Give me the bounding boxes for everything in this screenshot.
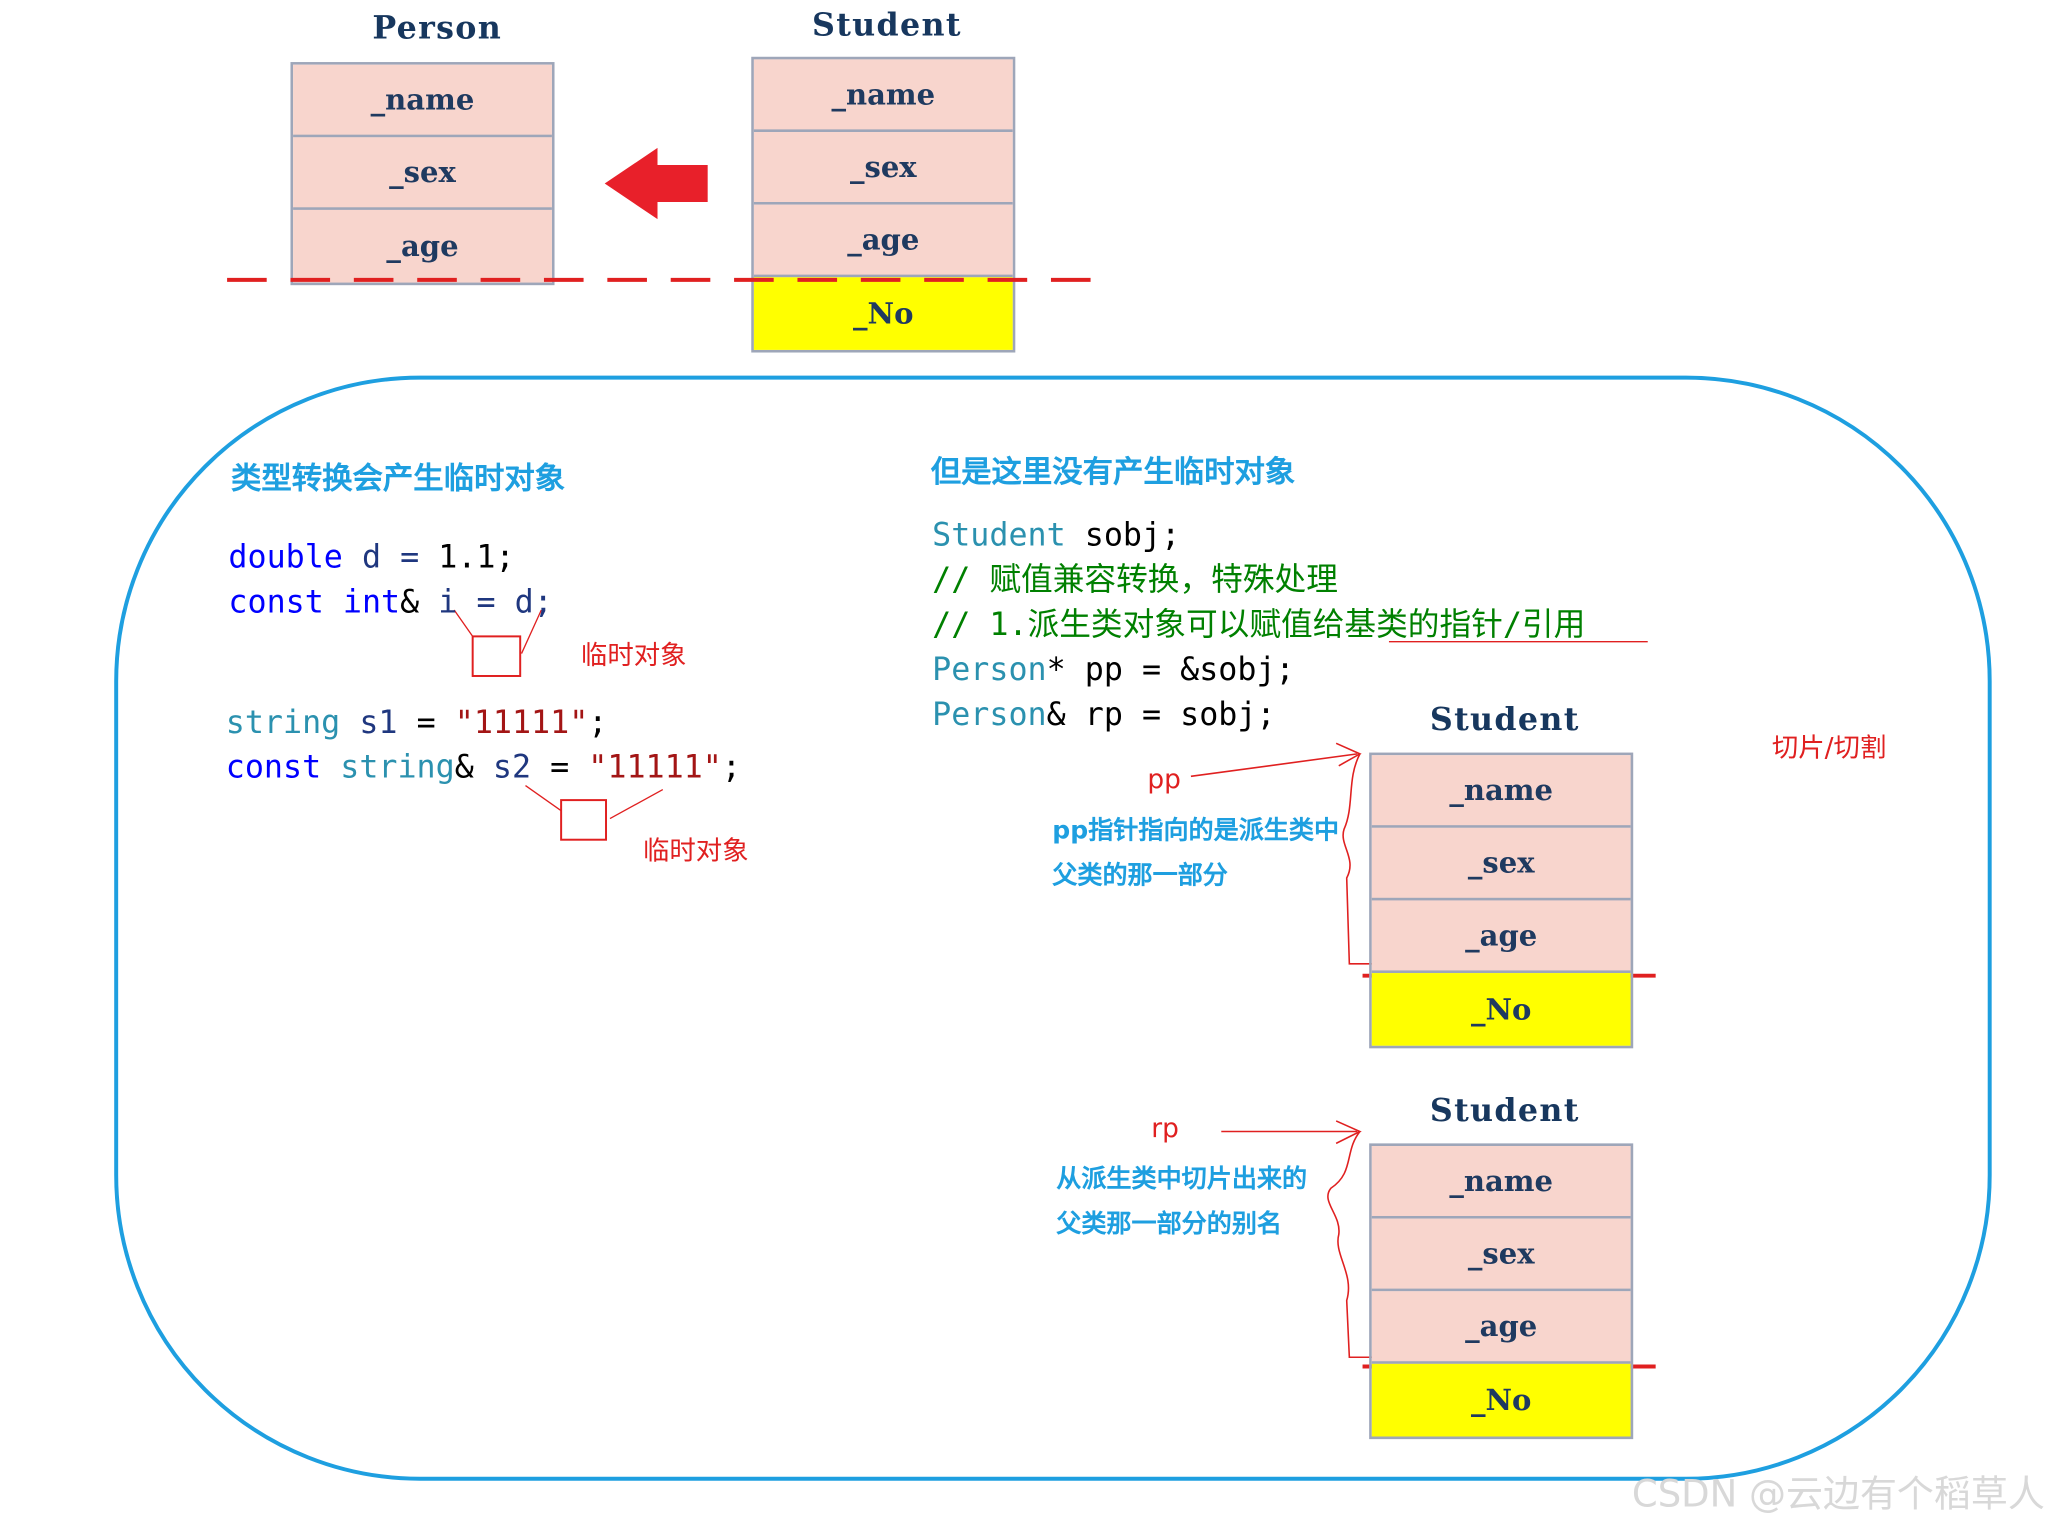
student-field-sex: _sex bbox=[753, 132, 1013, 205]
code2-eq2: = bbox=[531, 748, 589, 786]
code3-line4-rest: * pp = &sobj; bbox=[1046, 650, 1295, 688]
student2-field-no: _No bbox=[1371, 1363, 1631, 1437]
code3-line1-rest: sobj; bbox=[1065, 516, 1181, 554]
code3-ty-student: Student bbox=[932, 516, 1066, 554]
slice-label: 切片/切割 bbox=[1771, 731, 1887, 764]
student-title: Student bbox=[811, 5, 962, 44]
student-field-no: _No bbox=[753, 277, 1013, 350]
pp-label: pp bbox=[1147, 763, 1181, 795]
student1-field-no: _No bbox=[1371, 973, 1631, 1046]
code2-amp: & bbox=[454, 748, 474, 786]
code2-semi1: ; bbox=[588, 703, 608, 741]
code2-ty-string2: string bbox=[321, 748, 455, 786]
code-block-1: double d = 1.1; const int& i = d; bbox=[228, 535, 552, 625]
student1-field-sex: _sex bbox=[1371, 827, 1631, 901]
temp2-connector-left bbox=[525, 785, 562, 812]
section-frame bbox=[114, 375, 1992, 1481]
code1-semi: ; bbox=[495, 538, 515, 576]
student2-field-age: _age bbox=[1371, 1291, 1631, 1364]
code1-space bbox=[324, 584, 343, 621]
rp-note-line2: 父类那一部分的别名 bbox=[1056, 1209, 1283, 1239]
watermark: CSDN @云边有个稻草人 bbox=[1631, 1472, 2045, 1516]
code2-str1: "11111" bbox=[454, 703, 589, 741]
code3-ty-person1: Person bbox=[932, 650, 1047, 688]
person-title: Person bbox=[372, 7, 503, 47]
student2-field-name: _name bbox=[1371, 1146, 1631, 1219]
rp-note: 从派生类中切片出来的 父类那一部分的别名 bbox=[1056, 1157, 1307, 1247]
rp-bracket bbox=[1327, 1131, 1379, 1359]
person-box: _name _sex _age bbox=[290, 62, 555, 286]
person-field-age: _age bbox=[293, 209, 552, 283]
code-block-3: Student sobj; // 赋值兼容转换，特殊处理 // 1.派生类对象可… bbox=[932, 512, 1585, 736]
pp-note-line1: pp指针指向的是派生类中 bbox=[1052, 815, 1340, 845]
student-field-name: _name bbox=[753, 59, 1013, 133]
rp-label: rp bbox=[1151, 1111, 1179, 1144]
temp2-box-icon bbox=[560, 799, 608, 841]
temp-label-2: 临时对象 bbox=[642, 834, 749, 867]
temp-label-1: 临时对象 bbox=[580, 639, 687, 671]
code2-kw-const: const bbox=[225, 748, 322, 786]
temp2-connector-right bbox=[609, 788, 664, 820]
code3-line5-rest: & rp = sobj; bbox=[1046, 695, 1276, 733]
pp-bracket bbox=[1342, 753, 1380, 965]
code-block-2: string s1 = "11111"; const string& s2 = … bbox=[226, 700, 741, 790]
right-heading: 但是这里没有产生临时对象 bbox=[930, 455, 1296, 490]
code2-str2: "11111" bbox=[588, 748, 722, 786]
code3-comment1: // 赋值兼容转换，特殊处理 bbox=[932, 561, 1338, 599]
code2-ty-string: string bbox=[225, 703, 341, 741]
pp-note-line2: 父类的那一部分 bbox=[1052, 860, 1228, 890]
student1-field-age: _age bbox=[1371, 900, 1631, 974]
code2-var-s1: s1 bbox=[340, 703, 398, 741]
code2-var-s2: s2 bbox=[473, 748, 532, 786]
student1-box: _name _sex _age _No bbox=[1369, 752, 1634, 1049]
student-box: _name _sex _age _No bbox=[751, 56, 1016, 353]
code1-kw-double: double bbox=[228, 538, 343, 576]
code1-kw-int: int bbox=[342, 583, 401, 621]
person-field-name: _name bbox=[293, 64, 552, 138]
code3-ty-person2: Person bbox=[932, 695, 1047, 733]
code2-eq1: = bbox=[397, 703, 455, 741]
rp-arrow-head-icon bbox=[1335, 1120, 1362, 1145]
code1-rest2: i = d; bbox=[419, 583, 553, 621]
code1-kw-const: const bbox=[228, 583, 324, 621]
rp-note-line1: 从派生类中切片出来的 bbox=[1056, 1164, 1308, 1194]
pp-arrow-line bbox=[1190, 753, 1358, 778]
assign-arrow-icon bbox=[604, 147, 708, 220]
left-heading: 类型转换会产生临时对象 bbox=[231, 462, 566, 497]
student2-title: Student bbox=[1429, 1090, 1580, 1129]
student2-field-sex: _sex bbox=[1371, 1218, 1631, 1292]
temp1-connector-right bbox=[520, 609, 542, 654]
pp-note: pp指针指向的是派生类中 父类的那一部分 bbox=[1052, 808, 1339, 898]
code1-rest: d = bbox=[342, 538, 439, 576]
code3-comment2: // 1.派生类对象可以赋值给基类的指针/引用 bbox=[932, 606, 1586, 643]
student1-field-name: _name bbox=[1371, 755, 1631, 828]
code1-amp: & bbox=[400, 583, 420, 621]
student-field-age: _age bbox=[753, 204, 1013, 278]
temp1-connector-left bbox=[453, 609, 474, 637]
code1-num: 1.1 bbox=[438, 538, 496, 576]
student1-title: Student bbox=[1429, 699, 1580, 739]
student2-box: _name _sex _age _No bbox=[1369, 1143, 1634, 1440]
person-field-sex: _sex bbox=[293, 137, 552, 210]
code2-semi2: ; bbox=[721, 748, 741, 786]
temp1-box-icon bbox=[471, 635, 522, 677]
